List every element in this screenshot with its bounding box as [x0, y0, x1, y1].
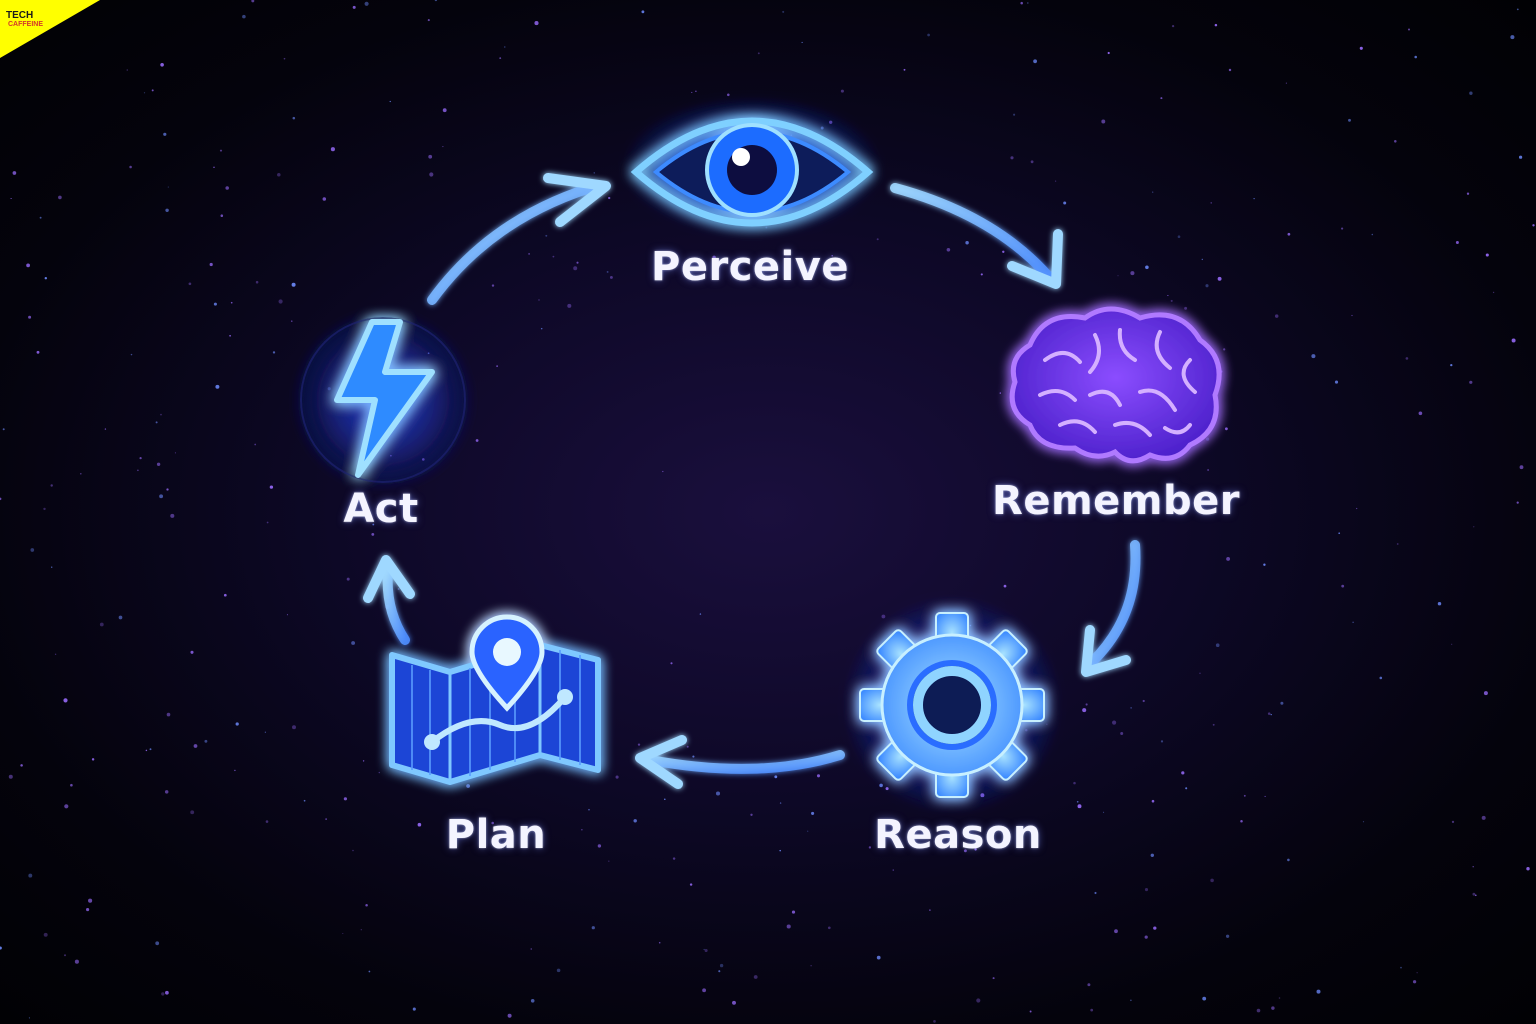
- arrow-perceive-to-remember: [890, 183, 1063, 289]
- step-label-act: Act: [343, 486, 419, 532]
- logo-corner-banner: [0, 0, 100, 58]
- eye-icon: [622, 96, 882, 236]
- logo-text-line2: CAFFEINE: [8, 21, 43, 28]
- logo-text-line1: TECH: [6, 10, 34, 21]
- step-label-perceive: Perceive: [651, 244, 849, 290]
- brain-icon: [1009, 306, 1222, 464]
- step-label-remember: Remember: [992, 478, 1240, 524]
- logo: TECH CAFFEINE: [0, 0, 100, 58]
- step-label-plan: Plan: [445, 812, 547, 858]
- arrow-act-to-perceive: [427, 173, 611, 305]
- lightning-bolt-icon: [298, 315, 468, 485]
- gear-icon: [842, 595, 1062, 815]
- step-label-reason: Reason: [874, 812, 1042, 858]
- arrow-plan-to-act: [363, 555, 415, 645]
- map-pin-icon: [389, 614, 601, 785]
- arrow-remember-to-reason: [1081, 540, 1141, 677]
- arrow-reason-to-plan: [635, 735, 845, 789]
